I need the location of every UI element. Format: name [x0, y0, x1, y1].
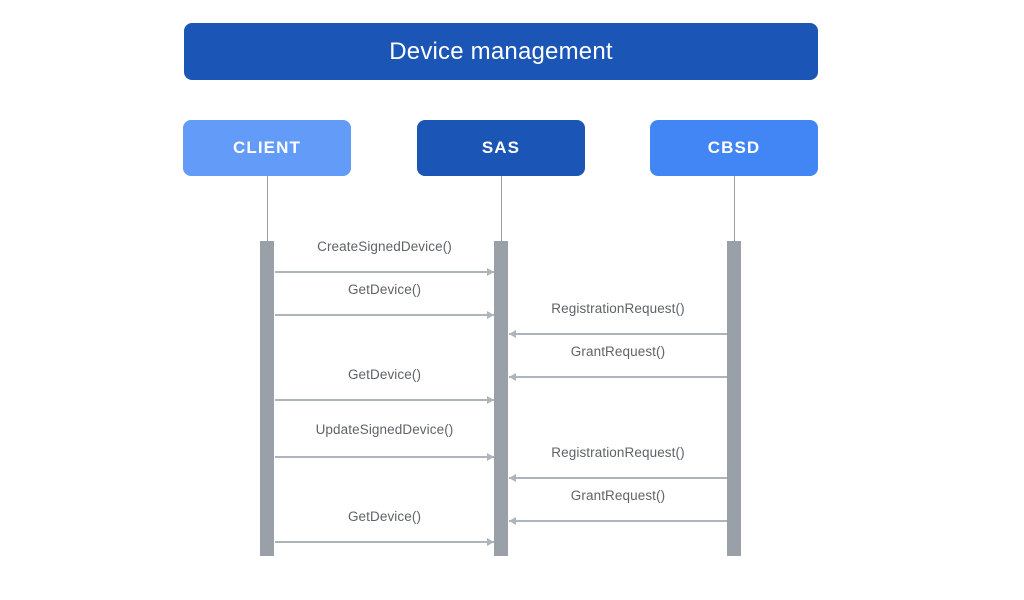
arrowhead-right — [487, 453, 494, 461]
lifeline-client — [267, 176, 268, 241]
message-line — [509, 333, 727, 335]
page-title: Device management — [389, 37, 613, 65]
message-line — [509, 520, 727, 522]
activation-bar-cbsd — [727, 241, 741, 556]
arrowhead-left — [509, 373, 516, 381]
participant-label-client: CLIENT — [233, 138, 301, 157]
participant-box-cbsd[interactable]: CBSD — [650, 120, 818, 176]
message-line — [509, 376, 727, 378]
participant-box-sas[interactable]: SAS — [417, 120, 585, 176]
arrowhead-left — [509, 330, 516, 338]
message-label: GrantRequest() — [570, 344, 666, 359]
participant-label-sas: SAS — [481, 138, 521, 157]
lifeline-cbsd — [734, 176, 735, 241]
arrowhead-right — [487, 396, 494, 404]
message-label: RegistrationRequest() — [551, 445, 685, 460]
message-label: RegistrationRequest() — [551, 301, 685, 316]
message-line — [275, 541, 494, 543]
arrowhead-right — [487, 311, 494, 319]
arrowhead-right — [487, 538, 494, 546]
message-label: GetDevice() — [347, 282, 422, 297]
arrowhead-left — [509, 517, 516, 525]
message-label: GetDevice() — [347, 367, 422, 382]
activation-bar-client — [260, 241, 274, 556]
message-line — [275, 271, 494, 273]
diagram-title-bar: Device management — [184, 23, 818, 80]
message-line — [275, 399, 494, 401]
arrowhead-left — [509, 474, 516, 482]
message-label: UpdateSignedDevice() — [315, 422, 454, 437]
activation-bar-sas — [494, 241, 508, 556]
message-label: GrantRequest() — [570, 488, 666, 503]
message-label: GetDevice() — [347, 509, 422, 524]
message-line — [275, 456, 494, 458]
participant-label-cbsd: CBSD — [707, 138, 761, 157]
arrowhead-right — [487, 268, 494, 276]
message-label: CreateSignedDevice() — [317, 239, 452, 254]
participant-box-client[interactable]: CLIENT — [183, 120, 351, 176]
lifeline-sas — [501, 176, 502, 241]
message-line — [509, 477, 727, 479]
message-line — [275, 314, 494, 316]
